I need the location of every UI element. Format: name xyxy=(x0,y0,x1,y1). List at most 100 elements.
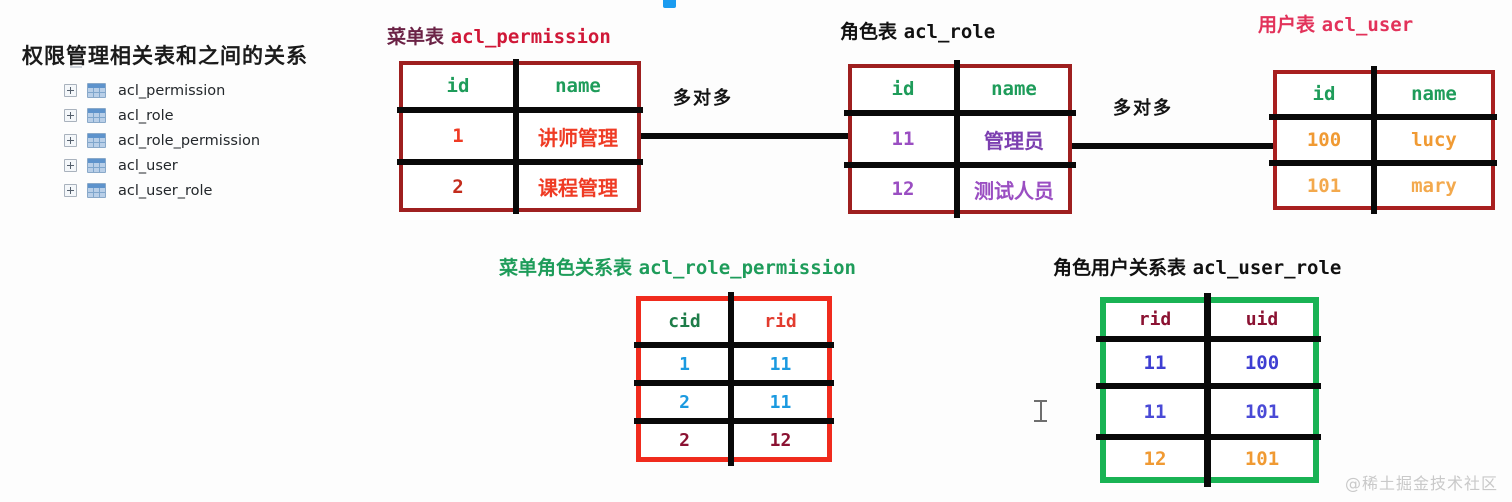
table-title-cn: 用户表 xyxy=(1258,14,1316,36)
table-title-acl-role-permission: 菜单角色关系表 acl_role_permission xyxy=(499,253,856,280)
data-cell: 11 xyxy=(769,391,792,413)
table-title-acl-user: 用户表 acl_user xyxy=(1258,10,1413,37)
data-cell: 2 xyxy=(679,430,690,451)
sidebar-item-label: acl_permission xyxy=(118,82,226,99)
col-divider xyxy=(513,59,519,214)
header-cell: cid xyxy=(668,311,701,332)
data-cell: lucy xyxy=(1411,129,1457,151)
data-cell: 12 xyxy=(891,178,915,200)
table-title-cn: 角色表 xyxy=(840,21,898,43)
table-title-acl-role: 角色表 acl_role xyxy=(840,17,995,44)
table-icon xyxy=(87,158,106,173)
row-divider xyxy=(844,110,1076,116)
row-divider xyxy=(634,342,834,348)
row-divider xyxy=(397,159,643,165)
row-divider xyxy=(1269,114,1497,120)
data-cell: 101 xyxy=(1244,400,1280,423)
row-divider xyxy=(1096,434,1321,440)
er-table-acl-role-permission: cid rid 1 11 2 11 2 12 xyxy=(634,292,834,466)
table-icon xyxy=(87,183,106,198)
table-title-en: acl_user xyxy=(1321,14,1414,36)
data-cell: 讲师管理 xyxy=(538,125,618,150)
data-cell: 11 xyxy=(1143,351,1167,374)
header-cell: id xyxy=(446,75,470,97)
col-divider xyxy=(728,292,734,466)
data-cell: 12 xyxy=(1143,447,1167,470)
table-title-en: acl_permission xyxy=(450,26,611,48)
header-cell: rid xyxy=(1138,309,1172,330)
header-cell: id xyxy=(891,78,915,100)
sidebar-item-acl-role-permission[interactable]: acl_role_permission xyxy=(64,128,260,153)
data-cell: 101 xyxy=(1244,447,1280,470)
data-cell: 11 xyxy=(891,128,915,150)
sidebar-item-acl-role[interactable]: acl_role xyxy=(64,103,260,128)
row-divider xyxy=(634,380,834,386)
table-title-cn: 角色用户关系表 xyxy=(1053,257,1187,279)
data-cell: 测试人员 xyxy=(974,178,1054,203)
sidebar-item-acl-user[interactable]: acl_user xyxy=(64,153,260,178)
table-title-cn: 菜单表 xyxy=(387,26,445,48)
table-title-cn: 菜单角色关系表 xyxy=(499,257,633,279)
data-cell: 100 xyxy=(1244,351,1280,374)
plus-icon[interactable] xyxy=(64,134,77,147)
row-divider xyxy=(1096,336,1321,342)
er-table-acl-permission: id name 1 讲师管理 2 课程管理 xyxy=(397,59,643,214)
plus-icon[interactable] xyxy=(64,84,77,97)
header-cell: name xyxy=(555,75,601,97)
sidebar-item-label: acl_user_role xyxy=(118,182,213,199)
sidebar-item-label: acl_role_permission xyxy=(118,132,261,149)
table-title-en: acl_role xyxy=(903,21,996,43)
data-cell: 11 xyxy=(769,353,792,375)
data-cell: 100 xyxy=(1306,129,1342,151)
header-cell: name xyxy=(991,78,1037,100)
data-cell: 2 xyxy=(679,391,690,413)
row-divider xyxy=(1096,383,1321,389)
table-icon xyxy=(87,108,106,123)
data-cell: 1 xyxy=(452,125,464,147)
row-divider xyxy=(634,418,834,424)
data-cell: 101 xyxy=(1306,175,1342,197)
row-divider xyxy=(397,107,643,113)
text-cursor-icon xyxy=(1034,398,1047,424)
col-divider xyxy=(954,60,960,218)
tree-stub-line xyxy=(70,66,82,68)
connector-line-role-user xyxy=(1070,143,1275,149)
sidebar: 权限管理相关表和之间的关系 acl_permission acl_role ac… xyxy=(22,40,352,199)
connector-label-permission-role: 多对多 xyxy=(673,88,733,109)
er-table-acl-role: id name 11 管理员 12 测试人员 xyxy=(844,60,1076,218)
page-title: 权限管理相关表和之间的关系 xyxy=(22,44,308,68)
connector-label-role-user: 多对多 xyxy=(1113,98,1173,119)
header-cell: id xyxy=(1312,83,1336,105)
data-cell: 12 xyxy=(769,430,792,451)
plus-icon[interactable] xyxy=(64,109,77,122)
plus-icon[interactable] xyxy=(64,159,77,172)
er-table-acl-user-role: rid uid 11 100 11 101 12 101 xyxy=(1096,293,1321,487)
table-icon xyxy=(87,133,106,148)
data-cell: 2 xyxy=(452,175,464,198)
data-cell: 1 xyxy=(679,353,690,375)
sidebar-item-acl-permission[interactable]: acl_permission xyxy=(64,78,260,103)
data-cell: 11 xyxy=(1143,400,1167,423)
row-divider xyxy=(1269,160,1497,166)
data-cell: 管理员 xyxy=(984,128,1044,153)
header-cell: name xyxy=(1411,83,1457,105)
data-cell: mary xyxy=(1411,175,1457,197)
table-title-acl-user-role: 角色用户关系表 acl_user_role xyxy=(1053,253,1341,280)
table-title-en: acl_role_permission xyxy=(638,257,856,279)
table-icon xyxy=(87,83,106,98)
er-table-acl-user: id name 100 lucy 101 mary xyxy=(1269,66,1497,214)
top-blue-marker xyxy=(663,0,676,8)
sidebar-item-acl-user-role[interactable]: acl_user_role xyxy=(64,178,260,203)
header-cell: uid xyxy=(1245,309,1279,330)
table-title-en: acl_user_role xyxy=(1192,257,1342,279)
sidebar-item-label: acl_user xyxy=(118,157,178,174)
header-cell: rid xyxy=(764,311,797,332)
table-title-acl-permission: 菜单表 acl_permission xyxy=(387,22,611,49)
table-tree: acl_permission acl_role acl_role_permiss… xyxy=(64,78,260,203)
row-divider xyxy=(844,162,1076,168)
col-divider xyxy=(1204,293,1211,487)
plus-icon[interactable] xyxy=(64,184,77,197)
data-cell: 课程管理 xyxy=(538,176,618,200)
sidebar-item-label: acl_role xyxy=(118,107,174,124)
